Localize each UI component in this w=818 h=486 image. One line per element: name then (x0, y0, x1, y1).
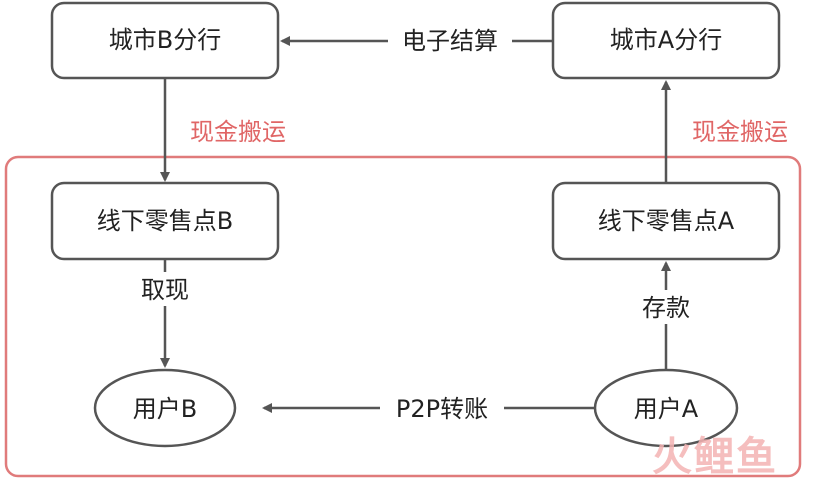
node-bank-b-label: 城市B分行 (109, 26, 221, 54)
edge-cash-transport-right-label: 现金搬运 (692, 118, 788, 146)
node-bank-a: 城市A分行 (551, 1, 781, 80)
node-retail-b: 线下零售点B (50, 181, 280, 261)
edge-p2p-transfer-label: P2P转账 (396, 395, 488, 423)
node-bank-a-label: 城市A分行 (610, 26, 722, 54)
node-retail-a: 线下零售点A (551, 181, 781, 261)
node-user-b: 用户B (93, 368, 237, 448)
edge-electronic-settlement-label: 电子结算 (402, 27, 498, 55)
edge-withdraw: 取现 (132, 259, 198, 368)
node-retail-a-label: 线下零售点A (598, 207, 735, 235)
edge-cash-transport-left-label: 现金搬运 (190, 118, 286, 146)
edge-electronic-settlement: 电子结算 (280, 26, 553, 56)
node-user-b-label: 用户B (133, 395, 197, 423)
edge-withdraw-label: 取现 (141, 276, 189, 304)
retail-region-border (4, 155, 802, 478)
watermark-logo: 火鲤鱼 (652, 434, 778, 480)
edge-deposit: 存款 (633, 261, 699, 370)
node-retail-b-label: 线下零售点B (97, 207, 233, 235)
node-user-a-label: 用户A (634, 395, 699, 423)
edge-deposit-label: 存款 (642, 294, 690, 322)
node-bank-b: 城市B分行 (50, 1, 280, 80)
edge-p2p-transfer: P2P转账 (262, 392, 595, 424)
